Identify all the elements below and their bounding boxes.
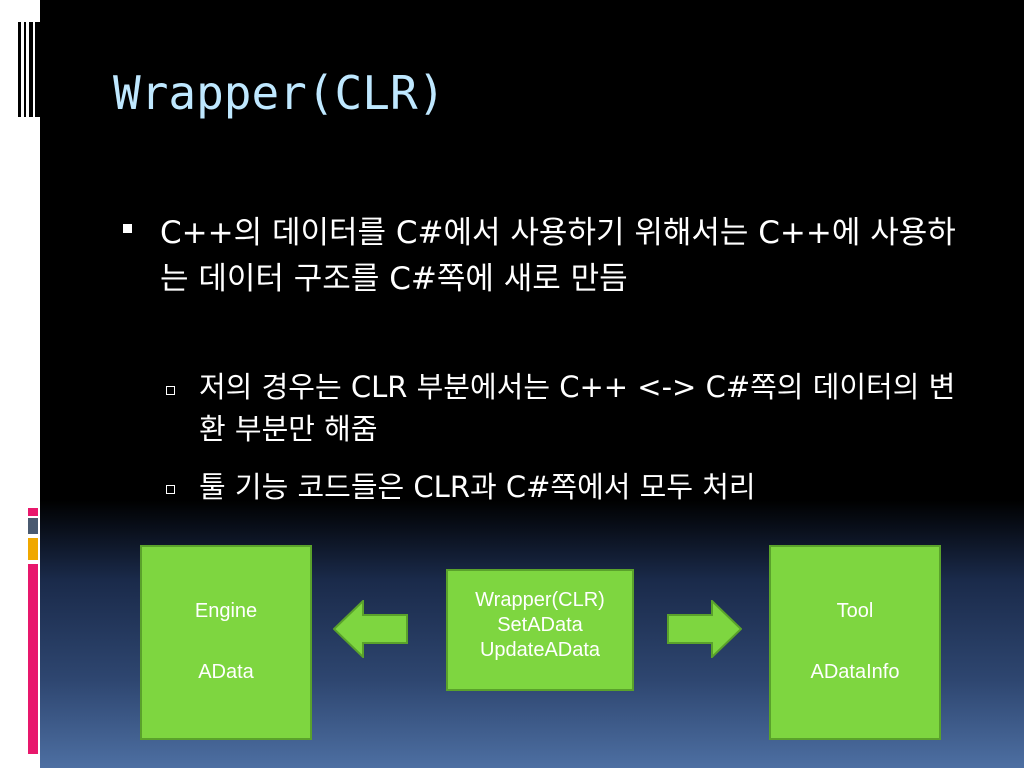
sub-bullet-text-2: 툴 기능 코드들은 CLR과 C#쪽에서 모두 처리 <box>199 470 756 504</box>
vertical-lines-decoration <box>18 22 40 117</box>
accent-gray <box>28 518 38 534</box>
accent-pink-long <box>28 564 38 754</box>
bullet-text-1: C++의 데이터를 C#에서 사용하기 위해서는 C++에 사용하는 데이터 구… <box>160 215 956 297</box>
tool-label: Tool <box>836 600 874 622</box>
bullet-square <box>123 224 132 233</box>
arrow-right-icon <box>667 600 742 658</box>
arrow-left-icon <box>333 600 408 658</box>
left-decoration-bar <box>0 0 40 768</box>
accent-orange <box>28 538 38 560</box>
sub-bullet-text-1: 저의 경우는 CLR 부분에서는 C++ <-> C#쪽의 데이터의 변환 부분… <box>199 370 956 446</box>
engine-label: Engine <box>194 600 258 622</box>
engine-box: Engine AData <box>140 545 312 740</box>
accent-pink-top <box>28 508 38 516</box>
slide-title: Wrapper(CLR) <box>113 66 446 120</box>
engine-data-label: AData <box>198 661 254 683</box>
tool-data-label: ADataInfo <box>810 661 900 683</box>
sub-bullet-square <box>166 386 175 395</box>
wrapper-method-2: UpdateAData <box>479 639 601 661</box>
wrapper-box: Wrapper(CLR) SetAData UpdateAData <box>446 569 634 691</box>
tool-box: Tool ADataInfo <box>769 545 941 740</box>
wrapper-method-1: SetAData <box>497 614 583 636</box>
wrapper-label: Wrapper(CLR) <box>475 589 605 611</box>
sub-bullet-square <box>166 485 175 494</box>
